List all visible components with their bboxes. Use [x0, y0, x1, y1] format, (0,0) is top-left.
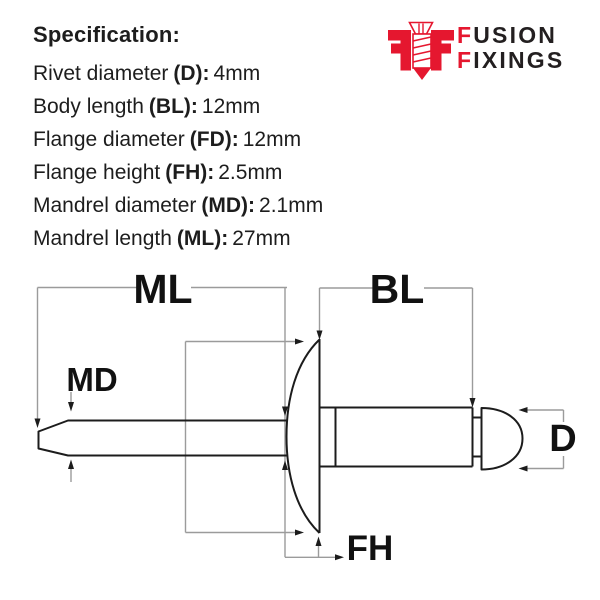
- mandrel-head: [480, 407, 524, 471]
- mandrel-neck: [472, 416, 482, 458]
- spec-code: (FH):: [165, 161, 215, 184]
- spec-code: (BL):: [148, 95, 198, 118]
- wordmark-initial: F: [457, 46, 474, 73]
- specification-heading: Specification:: [33, 22, 181, 47]
- ff-monogram-icon: [388, 30, 454, 71]
- wordmark-initial: F: [457, 22, 474, 48]
- label-body-length: BL: [370, 266, 425, 312]
- wordmark-line-2: FIXINGS: [457, 46, 565, 73]
- spec-code: (ML):: [176, 227, 229, 250]
- label-mandrel-length: ML: [133, 266, 192, 312]
- wordmark-line-1: FUSION: [457, 23, 564, 48]
- wordmark-rest: IXINGS: [473, 46, 565, 73]
- spec-row-mandrel-diameter: Mandrel diameter(MD):2.1mm: [33, 189, 323, 222]
- spec-value: 12mm: [201, 95, 261, 118]
- spec-row-rivet-diameter: Rivet diameter(D):4mm: [33, 57, 323, 90]
- dimension-lines: [36, 286, 565, 558]
- flange-dome: [285, 338, 321, 534]
- fusion-fixings-wordmark: FUSION FIXINGS: [457, 23, 564, 72]
- spec-value: 2.5mm: [218, 161, 283, 184]
- specification-block: Specification: Rivet diameter(D):4mm Bod…: [33, 22, 323, 255]
- spec-code: (FD):: [189, 128, 239, 151]
- spec-row-flange-diameter: Flange diameter(FD):12mm: [33, 123, 323, 156]
- spec-label: Mandrel length: [33, 227, 172, 250]
- mandrel-stem: [37, 419, 288, 457]
- spec-label: Flange height: [33, 161, 161, 184]
- spec-label: Body length: [33, 95, 144, 118]
- spec-label: Mandrel diameter: [33, 194, 197, 217]
- screw-icon: [408, 21, 434, 80]
- wordmark-rest: USION: [473, 22, 558, 48]
- dimension-labels: ML BL MD FH D: [66, 266, 576, 568]
- label-mandrel-diameter: MD: [66, 361, 117, 398]
- rivet-body: [319, 406, 474, 468]
- spec-row-flange-height: Flange height(FH):2.5mm: [33, 156, 323, 189]
- spec-code: (D):: [173, 62, 210, 85]
- spec-row-mandrel-length: Mandrel length(ML):27mm: [33, 222, 323, 255]
- label-rivet-diameter: D: [549, 418, 576, 460]
- spec-value: 4mm: [213, 62, 261, 85]
- spec-code: (MD):: [201, 194, 256, 217]
- spec-row-body-length: Body length(BL):12mm: [33, 90, 323, 123]
- dimension-arrows: [34, 330, 528, 561]
- spec-value: 27mm: [232, 227, 291, 250]
- spec-value: 2.1mm: [259, 194, 324, 217]
- label-flange-height: FH: [347, 529, 394, 568]
- rivet-drawing: [37, 338, 524, 534]
- spec-value: 12mm: [242, 128, 302, 151]
- spec-label: Flange diameter: [33, 128, 185, 151]
- fusion-fixings-logo-mark: [388, 21, 454, 80]
- spec-label: Rivet diameter: [33, 62, 169, 85]
